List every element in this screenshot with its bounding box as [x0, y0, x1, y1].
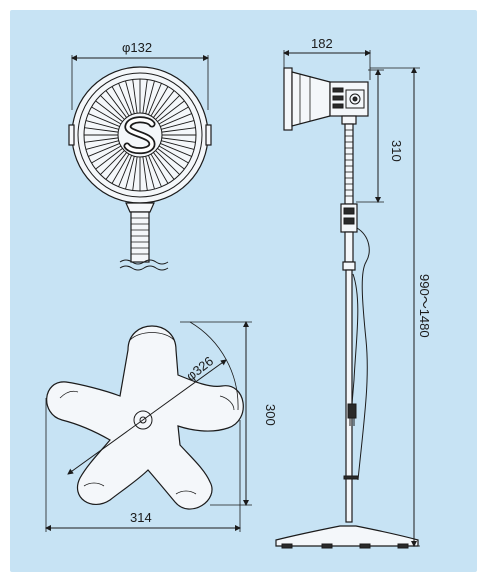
plug-icon: [347, 403, 357, 419]
grille-bar: [155, 150, 180, 175]
grille-bar: [142, 156, 148, 191]
head-diameter-label: φ132: [122, 40, 152, 55]
grille-bar: [111, 86, 130, 117]
grille-bar: [160, 113, 192, 127]
neck-length-label: 310: [389, 140, 404, 162]
grille-bar: [91, 106, 122, 125]
grille-bar: [145, 156, 155, 190]
grille-bar: [158, 145, 189, 164]
grille-bar: [132, 156, 138, 191]
grille-bar: [150, 86, 169, 117]
head-depth-label: 182: [311, 36, 333, 51]
grille-bar: [161, 140, 195, 150]
grille-bar: [125, 156, 135, 190]
flexible-neck: [130, 211, 150, 263]
grille-bar: [118, 155, 132, 187]
grille-bar: [85, 140, 119, 150]
stand-base-side: [275, 525, 419, 547]
head-front-view: φ132: [68, 40, 212, 271]
grille-bar: [118, 83, 132, 115]
grille-bar: [100, 150, 125, 175]
grille-bar: [158, 106, 189, 125]
grille-bar: [148, 83, 162, 115]
grille-bar: [157, 148, 185, 170]
height-range-label: 990～1480: [417, 274, 432, 338]
grille-bar: [91, 145, 122, 164]
grille-bar: [161, 137, 196, 143]
grille: [84, 79, 196, 191]
base-width-label: 314: [130, 510, 152, 525]
base-top-view: φ326 300 314: [45, 321, 278, 532]
grille-bar: [85, 120, 119, 130]
grille-bar: [155, 95, 180, 120]
grille-bar: [161, 120, 195, 130]
grille-bar: [157, 100, 185, 122]
grille-bar: [100, 95, 125, 120]
grille-bar: [84, 137, 119, 143]
grille-bar: [105, 90, 127, 118]
grille-bar: [105, 152, 127, 180]
power-cord: [356, 227, 370, 481]
grille-bar: [88, 143, 120, 157]
reflector-rim: [283, 67, 293, 131]
grille-bar: [132, 79, 138, 114]
grille-bar: [111, 153, 130, 184]
grille-bar: [150, 153, 169, 184]
grille-bar: [88, 113, 120, 127]
stand-pole: [345, 269, 353, 523]
grille-bar: [95, 148, 123, 170]
grille-bar: [142, 79, 148, 114]
grille-bar: [125, 80, 135, 114]
grille-bar: [161, 127, 196, 133]
grille-bar: [153, 90, 175, 118]
base-diameter-dimension-line: [67, 359, 227, 475]
grille-bar: [84, 127, 119, 133]
grille-bar: [153, 152, 175, 180]
grille-bar: [148, 155, 162, 187]
grille-bar: [160, 143, 192, 157]
side-view: 182 310: [275, 36, 432, 549]
grille-bar: [145, 80, 155, 114]
grille-bar: [95, 100, 123, 122]
base-depth-label: 300: [263, 404, 278, 426]
reflector-body: [291, 71, 331, 127]
